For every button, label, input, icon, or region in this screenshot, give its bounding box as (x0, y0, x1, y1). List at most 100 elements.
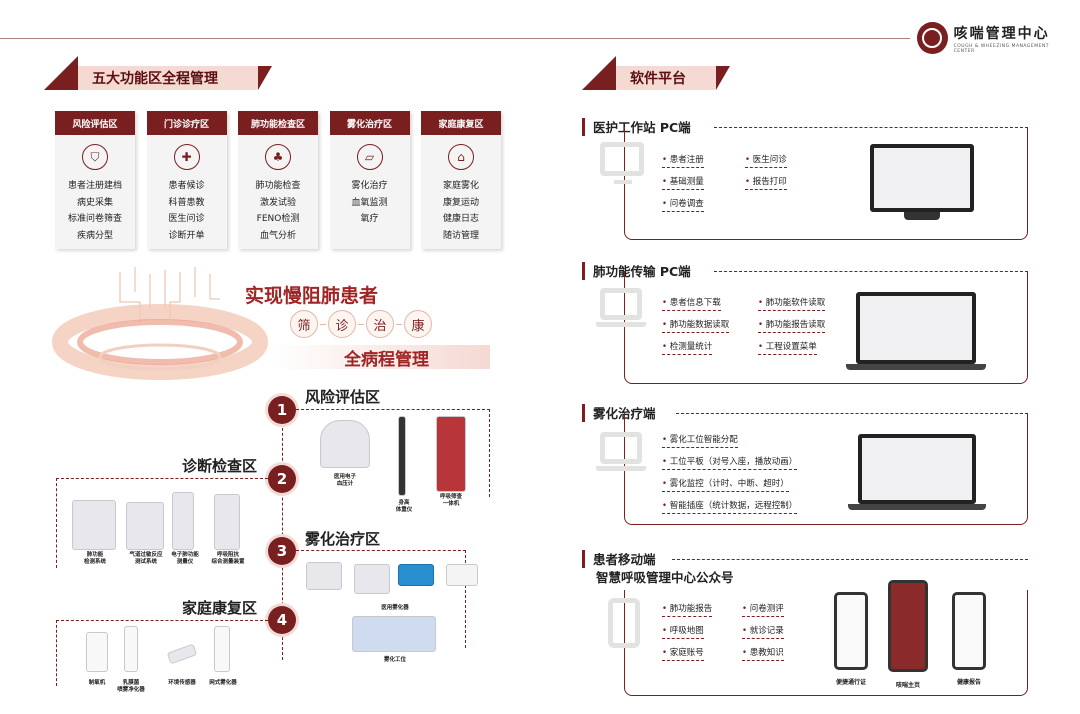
laptop-icon-base (596, 322, 646, 327)
card-item: 患者注册建档 (67, 181, 122, 191)
phone-report-screenshot (952, 592, 986, 670)
zone-3-device-2: 雾化工位 (383, 657, 406, 663)
purifier-image (124, 626, 138, 672)
card-item: 医生问诊 (168, 214, 205, 224)
data-ring-graphic (52, 267, 268, 380)
height-scale-image (398, 416, 406, 496)
card-item: 科普患教 (168, 197, 205, 208)
environment-sensor-image (166, 643, 198, 665)
electronic-lung-meter-image (172, 492, 194, 550)
impedance-device-image (214, 494, 240, 550)
logo-sub: COUGH & WHEEZING MANAGEMENT CENTER (953, 43, 1050, 54)
phone-home-screenshot (888, 580, 928, 672)
panel-2-feature-6: 工程设置菜单 (758, 340, 817, 355)
zone-1-number: 1 (268, 396, 296, 424)
card-2: 门诊诊疗区✚患者候诊科普患教医生问诊诊断开单 (146, 111, 227, 249)
card-item: 疾病分型 (76, 230, 113, 241)
panel-3-feature-1: 雾化工位智能分配 (662, 433, 738, 448)
panel-2-title: 肺功能传输 PC端 (582, 261, 691, 280)
left-section-header: 五大功能区全程管理 (44, 56, 272, 90)
zone-1-title: 风险评估区 (305, 388, 381, 406)
panel-1-feature-1: 患者注册 (662, 153, 704, 168)
zone-1-device-1: 医用电子血压计 (333, 474, 356, 487)
panel-4-feature-3: 呼吸地图 (662, 624, 704, 639)
step-4: 康 (404, 310, 432, 338)
zone-2-device-3: 电子肺功能测量仪 (171, 552, 199, 565)
card-4: 雾化治疗区▱雾化治疗血氧监测氧疗 (329, 111, 410, 249)
step-3: 治 (366, 310, 394, 338)
nebulization-station-image (352, 616, 436, 652)
phone-caption-3: 健康报告 (956, 679, 981, 686)
zone-2-line-v (56, 478, 57, 568)
step-connector (396, 324, 402, 325)
zone-3-line (296, 550, 466, 551)
card-5: 家庭康复区⌂家庭雾化康复运动健康日志随访管理 (421, 111, 501, 249)
card-item: 肺功能检查 (255, 181, 301, 191)
panel-2-feature-5: 检测量统计 (662, 340, 713, 355)
panel-1-title: 医护工作站 PC端 (582, 117, 691, 136)
panel-1-feature-5: 问卷调查 (662, 197, 704, 212)
card-item: 随访管理 (442, 230, 479, 241)
panel-1-feature-2: 医生问诊 (745, 153, 787, 168)
oxygen-concentrator-image (86, 632, 108, 672)
nebulizer-4-image (446, 564, 478, 586)
step-2: 诊 (328, 310, 356, 338)
zone-4-device-2: 乳膜菌喷雾净化器 (117, 680, 145, 693)
zone-2-device-4: 呼吸阻抗综合测量装置 (211, 552, 245, 565)
panel-4-title-text: 患者移动端 (593, 552, 656, 567)
zone-1-line (296, 409, 490, 410)
shield-icon: ⛉ (82, 144, 108, 170)
smartphone-icon (608, 598, 640, 648)
zone-4-device-3: 环境传感器 (168, 680, 196, 686)
laptop-base (846, 364, 986, 370)
lung-transfer-screenshot (856, 292, 976, 364)
panel-4-feature-5: 家庭账号 (662, 646, 704, 661)
zone-2-number: 2 (268, 465, 296, 493)
zone-2-line (56, 478, 268, 479)
panel-4-feature-4: 就诊记录 (742, 624, 784, 639)
panel-3-line (676, 413, 1028, 414)
workstation-screenshot (870, 144, 974, 212)
card-title: 雾化治疗区 (329, 111, 410, 135)
zone-1-line-v (489, 409, 490, 497)
blood-pressure-device-image (320, 420, 370, 468)
panel-1-title-text: 医护工作站 PC端 (593, 120, 691, 135)
mid-subtitle: 全病程管理 (344, 350, 429, 370)
panel-2-feature-2: 肺功能软件读取 (758, 296, 826, 311)
panel-2-feature-1: 患者信息下载 (662, 296, 721, 311)
nebulization-screenshot (858, 434, 976, 504)
phone-caption-1: 便捷通行证 (835, 679, 866, 686)
zone-4-device-4: 网式雾化器 (209, 680, 237, 686)
zone-3-line-v (465, 550, 466, 648)
zone-spine (282, 398, 283, 660)
header-rule (0, 38, 910, 39)
panel-4-feature-1: 肺功能报告 (662, 602, 713, 617)
mid-title: 实现慢阻肺患者 (245, 285, 379, 307)
zone-1-device-3: 呼吸筛查一体机 (439, 494, 462, 507)
card-item: 雾化治疗 (351, 181, 388, 191)
card-item: 家庭雾化 (442, 181, 479, 191)
card-title: 家庭康复区 (421, 111, 501, 135)
panel-2-line (714, 271, 1028, 272)
home-icon: ⌂ (448, 144, 474, 170)
card-item: 康复运动 (442, 197, 479, 208)
panel-4-feature-6: 患教知识 (742, 646, 784, 661)
zone-3-title: 雾化治疗区 (305, 530, 381, 548)
nebulizer-icon: ▱ (356, 144, 383, 170)
card-item: 诊断开单 (168, 230, 205, 241)
zone-4-line (56, 620, 268, 621)
card-title: 风险评估区 (55, 111, 135, 135)
panel-4-subtitle: 智慧呼吸管理中心公众号 (596, 570, 734, 585)
zone-4-title: 家庭康复区 (182, 599, 258, 617)
panel-2-title-text: 肺功能传输 PC端 (593, 264, 691, 279)
card-item: 激发试验 (259, 197, 296, 208)
panel-2-feature-3: 肺功能数据读取 (662, 318, 730, 333)
panel-3-feature-4: 智能插座（统计数据，远程控制） (662, 499, 798, 514)
card-item: 血气分析 (259, 230, 296, 241)
lungs-icon: ♣ (265, 144, 291, 170)
zone-2-title: 诊断检查区 (182, 457, 258, 475)
zone-3-number: 3 (268, 537, 296, 565)
zone-3-device-1: 医用雾化器 (381, 605, 409, 611)
zone-2-device-2: 气道过敏反应测试系统 (129, 552, 163, 565)
